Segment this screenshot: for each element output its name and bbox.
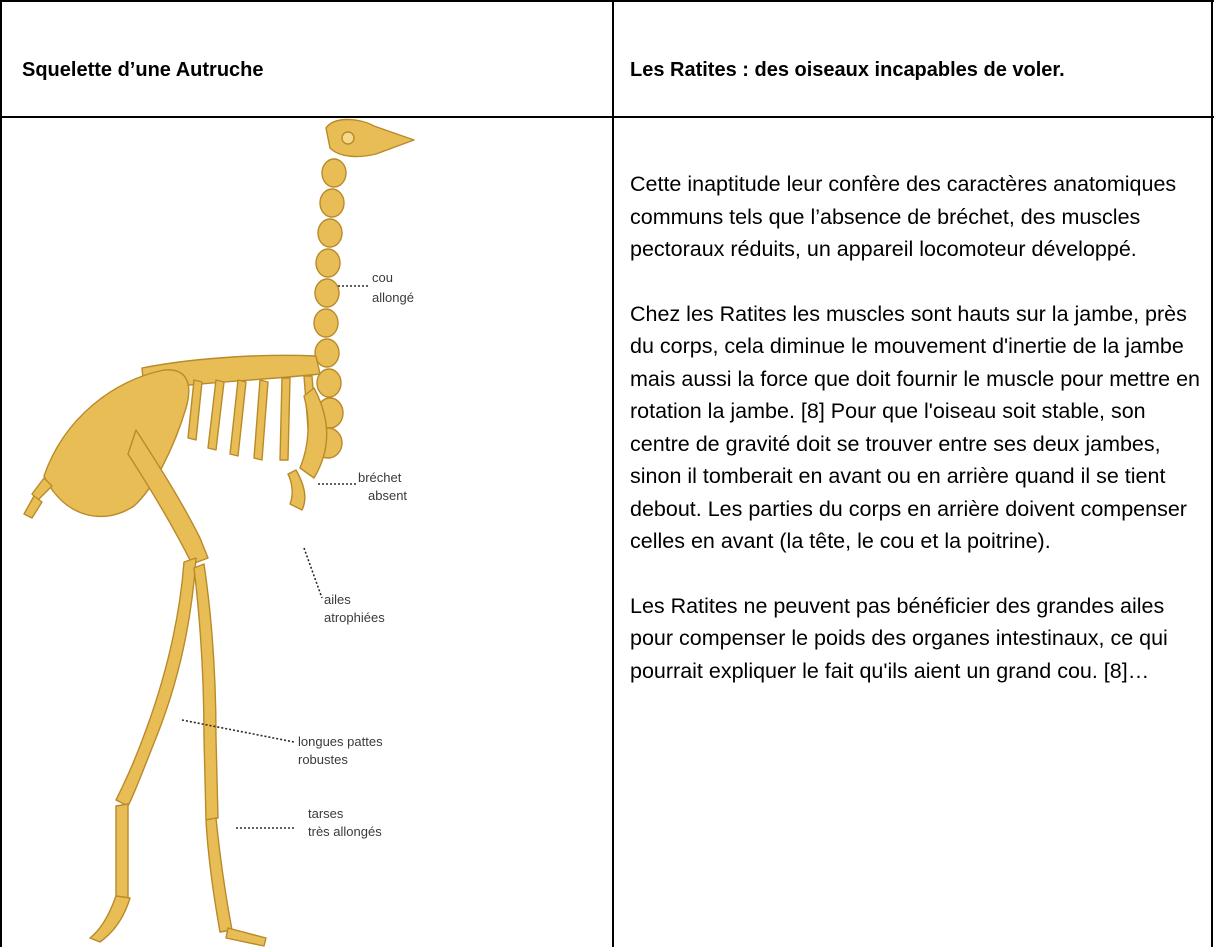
table-border-top xyxy=(0,0,1214,2)
label-ailes: ailes xyxy=(324,592,351,607)
paragraph-muscles: Chez les Ratites les muscles sont hauts … xyxy=(630,298,1208,558)
label-cou: cou xyxy=(372,270,393,285)
ostrich-skeleton-figure: cou allongé bréchet absent ailes atrophi… xyxy=(4,118,610,947)
label-robustes: robustes xyxy=(298,752,348,767)
paragraph-ailes: Les Ratites ne peuvent pas bénéficier de… xyxy=(630,590,1208,688)
label-allonge: allongé xyxy=(372,290,414,305)
ratites-body-text: Cette inaptitude leur confère des caract… xyxy=(630,168,1208,719)
paragraph-inaptitude: Cette inaptitude leur confère des caract… xyxy=(630,168,1208,266)
ostrich-skeleton-illustration: cou allongé bréchet absent ailes atrophi… xyxy=(4,118,610,947)
skeleton-bones xyxy=(24,120,414,947)
header-skeleton-title: Squelette d’une Autruche xyxy=(22,58,264,82)
header-ratites-title: Les Ratites : des oiseaux incapables de … xyxy=(630,58,1065,82)
label-tres-allonges: très allongés xyxy=(308,824,382,839)
table-border-left xyxy=(0,0,2,947)
label-absent: absent xyxy=(368,488,407,503)
label-atrophiees: atrophiées xyxy=(324,610,385,625)
table-border-right xyxy=(1211,0,1213,947)
table-divider-middle xyxy=(612,0,614,947)
label-brechet: bréchet xyxy=(358,470,402,485)
label-tarses: tarses xyxy=(308,806,344,821)
label-longues-pattes: longues pattes xyxy=(298,734,383,749)
